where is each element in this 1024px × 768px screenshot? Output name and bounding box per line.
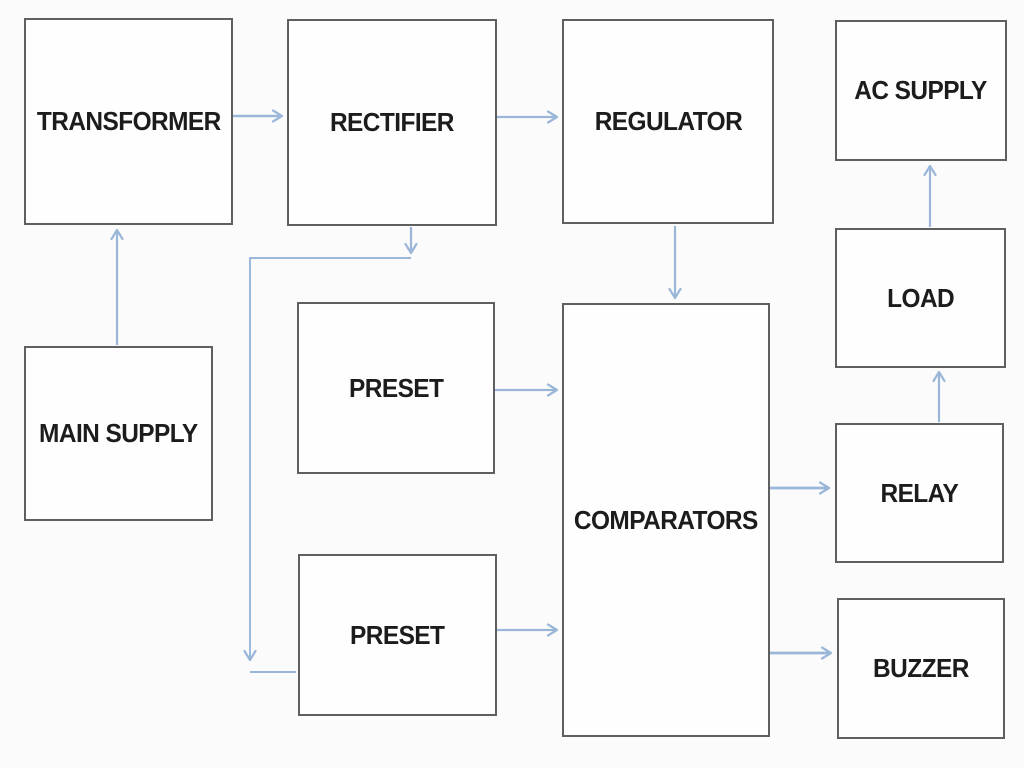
- node-ac-supply-label: AC SUPPLY: [854, 75, 988, 105]
- node-preset-upper: PRESET: [297, 302, 495, 474]
- node-preset-lower: PRESET: [298, 554, 497, 716]
- node-main-supply: MAIN SUPPLY: [24, 346, 213, 521]
- node-transformer-label: TRANSFORMER: [36, 106, 221, 136]
- node-relay: RELAY: [835, 423, 1004, 563]
- node-comparators: COMPARATORS: [562, 303, 770, 737]
- node-buzzer: BUZZER: [837, 598, 1005, 739]
- node-preset-lower-label: PRESET: [350, 619, 445, 650]
- node-load: LOAD: [835, 228, 1006, 368]
- node-ac-supply: AC SUPPLY: [835, 20, 1007, 161]
- node-comparators-label: COMPARATORS: [574, 504, 758, 535]
- node-relay-label: RELAY: [880, 477, 959, 508]
- node-regulator: REGULATOR: [562, 19, 774, 224]
- node-transformer: TRANSFORMER: [24, 18, 233, 225]
- node-load-label: LOAD: [886, 282, 955, 313]
- node-preset-upper-label: PRESET: [348, 372, 444, 403]
- node-regulator-label: REGULATOR: [594, 106, 742, 136]
- node-main-supply-label: MAIN SUPPLY: [39, 418, 198, 448]
- node-rectifier-label: RECTIFIER: [330, 107, 454, 137]
- node-buzzer-label: BUZZER: [873, 653, 969, 683]
- node-rectifier: RECTIFIER: [287, 19, 497, 226]
